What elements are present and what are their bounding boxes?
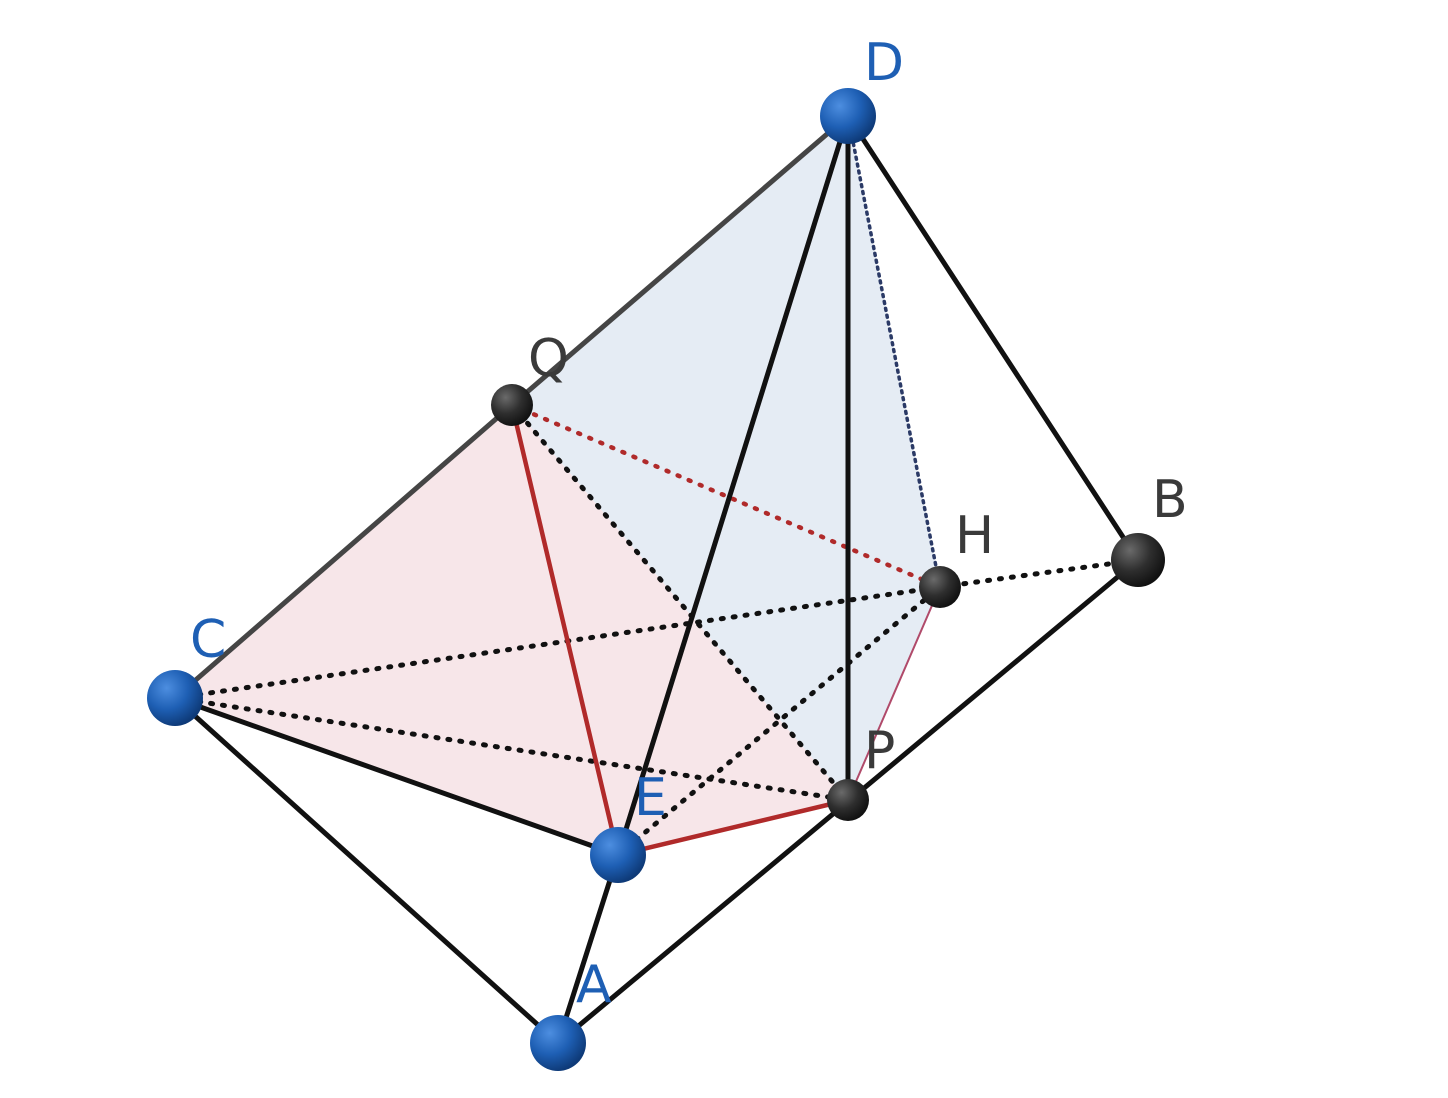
edge-e-h xyxy=(615,584,943,858)
plane-dph xyxy=(848,116,940,800)
label-q: Q xyxy=(528,329,569,389)
edge-d-h xyxy=(846,114,942,589)
point-p xyxy=(827,779,869,821)
edge-c-p xyxy=(172,695,851,803)
edge-q-e xyxy=(509,402,621,858)
label-d: D xyxy=(864,33,904,93)
plane-dqp xyxy=(512,116,848,800)
point-b xyxy=(1111,533,1165,587)
label-h: H xyxy=(955,506,994,566)
edge-d-b xyxy=(845,113,1141,563)
point-q xyxy=(491,384,533,426)
edge-c-q xyxy=(172,402,515,701)
point-c xyxy=(147,670,203,726)
edge-d-e xyxy=(615,113,851,858)
point-h xyxy=(919,566,961,608)
edge-q-d xyxy=(509,113,851,408)
point-e xyxy=(590,827,646,883)
edge-q-h xyxy=(509,402,943,590)
edge-a-e xyxy=(555,852,621,1046)
edge-c-a xyxy=(172,695,561,1046)
edge-e-p xyxy=(615,797,851,858)
edge-c-h xyxy=(172,584,943,701)
label-p: P xyxy=(864,721,895,781)
edge-q-p xyxy=(509,402,851,803)
edge-c-e xyxy=(172,695,621,858)
label-a: A xyxy=(576,955,612,1015)
point-a xyxy=(530,1015,586,1071)
label-b: B xyxy=(1152,470,1188,530)
edge-h-p xyxy=(847,586,941,801)
plane-cqpe xyxy=(175,405,848,855)
edge-h-b xyxy=(937,557,1141,590)
label-c: C xyxy=(190,610,226,670)
point-d xyxy=(820,88,876,144)
label-e: E xyxy=(634,768,667,828)
